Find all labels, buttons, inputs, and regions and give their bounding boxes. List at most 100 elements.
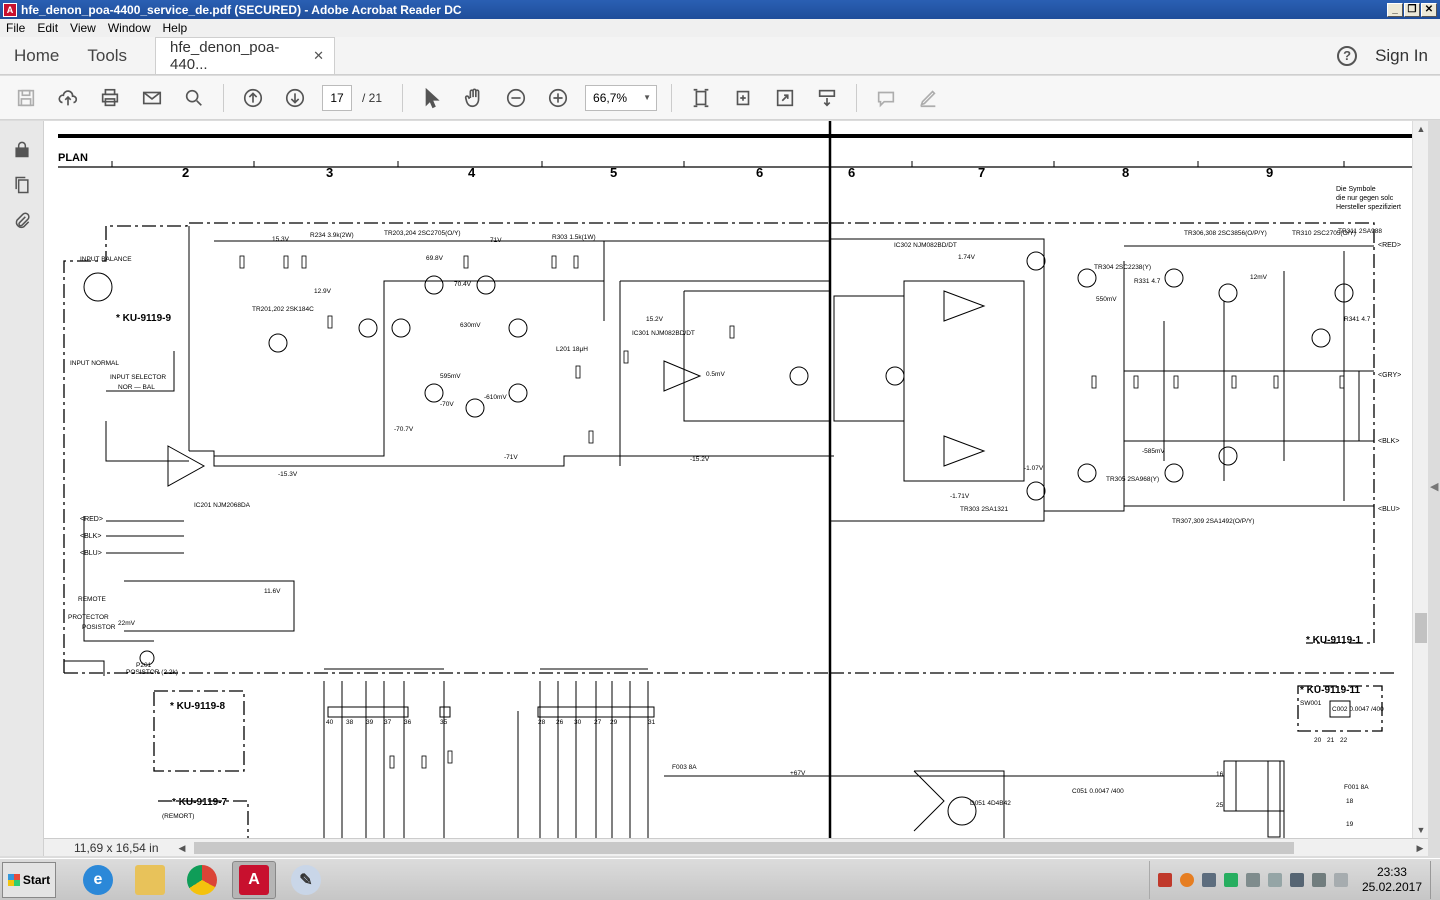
scroll-right-icon[interactable]: ▶ [1416, 842, 1424, 853]
circuit-label: REMOTE [78, 596, 106, 603]
connector-pin: 21 [1327, 737, 1335, 744]
zoom-in-icon[interactable] [542, 82, 574, 114]
taskbar-internet-explorer[interactable]: e [76, 861, 120, 899]
expand-right-panel-icon[interactable]: ◀ [1430, 481, 1439, 493]
rotate-view-icon[interactable] [727, 82, 759, 114]
connector-pin: 25 [1216, 802, 1224, 809]
folder-icon [135, 864, 165, 895]
acrobat-icon: A [239, 864, 269, 895]
menu-help[interactable]: Help [162, 21, 188, 35]
scroll-up-icon[interactable]: ▲ [1416, 124, 1426, 134]
minimize-button[interactable]: _ [1387, 2, 1403, 17]
chevron-down-icon: ▼ [643, 93, 652, 102]
voltage-label: -70V [440, 401, 454, 408]
clock-date: 25.02.2017 [1361, 879, 1422, 894]
menu-file[interactable]: File [6, 21, 26, 35]
sign-in-button[interactable]: Sign In [1375, 45, 1428, 65]
tray-power-icon[interactable] [1179, 872, 1194, 887]
upload-icon[interactable] [52, 82, 84, 114]
zoom-level-dropdown[interactable]: 66,7% ▼ [585, 84, 658, 111]
connector-pin: 20 [1314, 737, 1322, 744]
tab-home[interactable]: Home [14, 45, 60, 65]
scroll-down-icon[interactable]: ▼ [1416, 825, 1426, 835]
taskbar-clock[interactable]: 23:33 25.02.2017 [1362, 865, 1422, 895]
save-icon[interactable] [10, 82, 42, 114]
tab-tools[interactable]: Tools [87, 45, 128, 65]
document-tab-label: hfe_denon_poa-440... [170, 39, 280, 73]
menu-edit[interactable]: Edit [37, 21, 59, 35]
taskbar-file-explorer[interactable] [128, 861, 172, 899]
next-page-icon[interactable] [279, 82, 311, 114]
connector-pin: 22 [1340, 737, 1348, 744]
input-label: INPUT NORMAL [70, 360, 119, 367]
tray-display-icon[interactable] [1201, 872, 1216, 887]
tray-signal-icon[interactable] [1289, 872, 1304, 887]
column-number: 3 [326, 165, 333, 180]
component-label: IC201 NJM2068DA [194, 502, 251, 509]
circuit-label: PROTECTOR [68, 614, 109, 621]
tab-document[interactable]: hfe_denon_poa-440... ✕ [155, 37, 336, 74]
horizontal-scrollbar[interactable]: ◀ ▶ [174, 839, 1428, 856]
fit-page-icon[interactable] [685, 82, 717, 114]
select-cursor-icon[interactable] [416, 82, 448, 114]
full-screen-icon[interactable] [769, 82, 801, 114]
page-total: / 21 [362, 90, 383, 105]
component-label: TR201,202 2SK184C [252, 306, 314, 313]
close-tab-icon[interactable]: ✕ [313, 48, 325, 63]
taskbar-acrobat-reader[interactable]: A [232, 860, 276, 899]
previous-page-icon[interactable] [237, 82, 269, 114]
chrome-icon [187, 864, 217, 895]
close-window-button[interactable]: ✕ [1421, 2, 1437, 17]
window-title: hfe_denon_poa-4400_service_de.pdf (SECUR… [21, 2, 462, 17]
column-number: 9 [1266, 165, 1273, 180]
menu-view[interactable]: View [70, 21, 96, 35]
voltage-label: 12.9V [314, 288, 332, 295]
zoom-level-value: 66,7% [593, 90, 628, 105]
voltage-label: 595mV [440, 373, 461, 380]
help-icon[interactable]: ? [1337, 45, 1358, 66]
show-desktop-button[interactable] [1430, 860, 1440, 899]
page-number-input[interactable]: 17 [322, 84, 352, 111]
email-icon[interactable] [136, 82, 168, 114]
scroll-mode-icon[interactable] [811, 82, 843, 114]
voltage-label: 71V [490, 237, 502, 244]
tray-alert-icon[interactable] [1157, 872, 1172, 887]
menu-window[interactable]: Window [107, 21, 151, 35]
circuit-label: P201 [136, 662, 152, 669]
tray-volume-icon[interactable] [1311, 872, 1326, 887]
vertical-scrollbar[interactable]: ▲ ▼ [1412, 121, 1428, 838]
hand-tool-icon[interactable] [458, 82, 490, 114]
taskbar-paint[interactable]: ✎ [284, 861, 328, 899]
page-thumbnails-icon[interactable] [0, 167, 44, 203]
connector-pin: 27 [594, 719, 602, 726]
zoom-out-icon[interactable] [500, 82, 532, 114]
component-label: IC302 NJM082BD/DT [894, 242, 957, 249]
symbol-note-line: Die Symbole [1336, 186, 1376, 193]
component-label: TR307,309 2SA1492(O/P/Y) [1172, 518, 1254, 525]
taskbar-chrome[interactable] [180, 861, 224, 899]
symbol-note-line: die nur gegen solc [1336, 195, 1394, 202]
attachments-icon[interactable] [0, 203, 44, 239]
tray-battery-icon[interactable] [1267, 872, 1282, 887]
connector-pin: 26 [556, 719, 564, 726]
lock-icon[interactable] [0, 131, 44, 167]
tray-network-icon[interactable] [1245, 872, 1260, 887]
wire-tag: <BLK> [80, 533, 101, 540]
toolbar-separator [223, 83, 224, 112]
start-label: Start [22, 872, 51, 887]
highlight-pen-icon[interactable] [912, 82, 944, 114]
maximize-button[interactable]: ❐ [1404, 2, 1420, 17]
horizontal-scroll-thumb[interactable] [194, 841, 1294, 854]
start-button[interactable]: Start [2, 861, 56, 898]
component-label: R331 4.7 [1134, 278, 1161, 285]
tray-security-icon[interactable] [1223, 872, 1238, 887]
component-label: IC301 NJM082BD/DT [632, 330, 695, 337]
comment-icon[interactable] [870, 82, 902, 114]
tray-flag-icon[interactable] [1333, 872, 1348, 887]
component-label: C051 0.0047 /400 [1072, 788, 1124, 795]
scroll-left-icon[interactable]: ◀ [178, 842, 186, 853]
windows-logo-icon [7, 873, 20, 886]
scroll-thumb[interactable] [1415, 613, 1427, 643]
search-icon[interactable] [178, 82, 210, 114]
print-icon[interactable] [94, 82, 126, 114]
